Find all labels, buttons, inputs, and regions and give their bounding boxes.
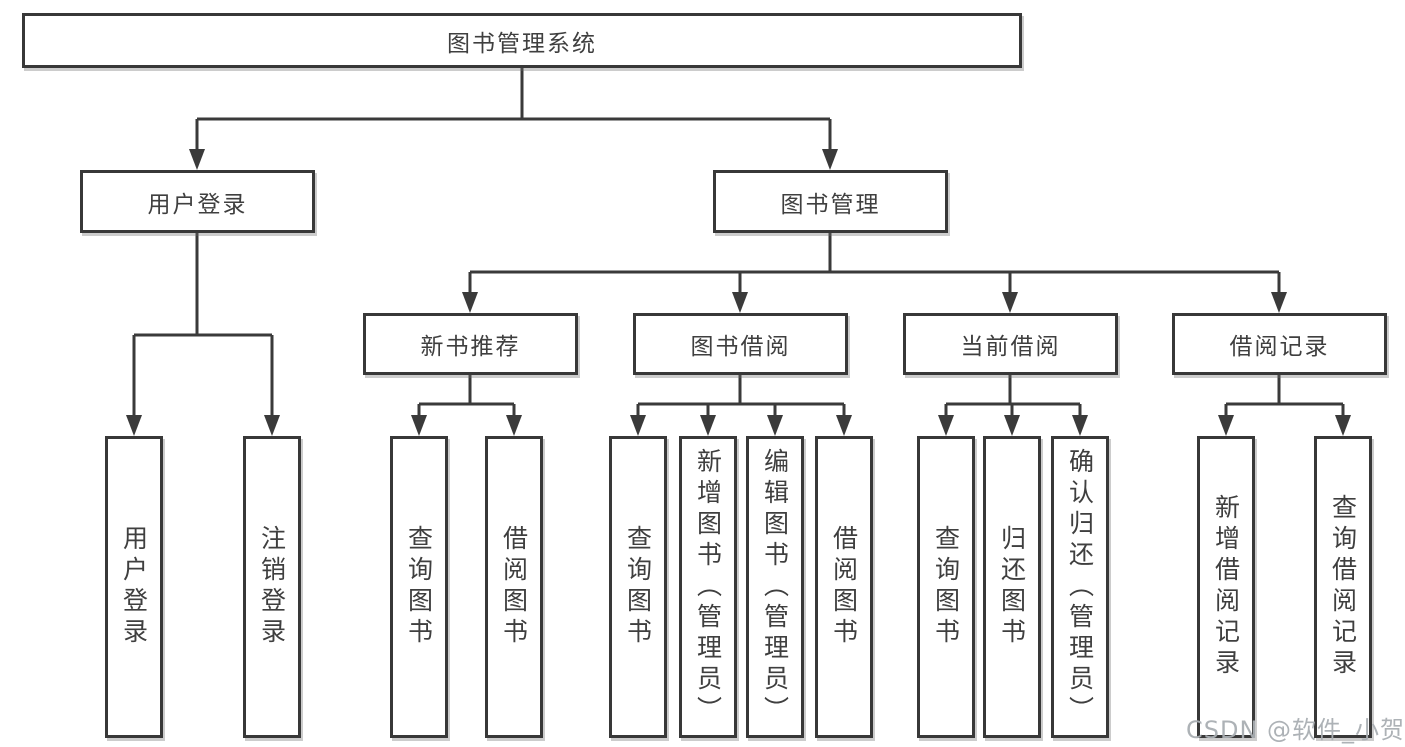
leaf-search-books-current: 查询图书 bbox=[917, 436, 975, 738]
leaf-label: 用户登录 bbox=[119, 525, 149, 649]
node-user-login: 用户登录 bbox=[80, 170, 315, 233]
leaf-label: 查询图书 bbox=[931, 525, 961, 649]
arrowhead-icon bbox=[700, 415, 716, 436]
leaf-borrow-books: 借阅图书 bbox=[815, 436, 873, 738]
leaf-add-book-admin: 新增图书（管理员） bbox=[679, 436, 737, 738]
leaf-confirm-return-admin: 确认归还（管理员） bbox=[1051, 436, 1109, 738]
connector-book-management-to-level3 bbox=[468, 233, 1281, 296]
connector-user-login-to-leaves bbox=[132, 233, 274, 419]
connector-root-to-level2 bbox=[195, 68, 832, 152]
arrowhead-icon bbox=[189, 149, 205, 170]
arrowheads bbox=[126, 149, 1351, 436]
arrowhead-icon bbox=[264, 415, 280, 436]
node-root: 图书管理系统 bbox=[22, 13, 1022, 68]
leaf-label: 注销登录 bbox=[257, 525, 287, 649]
leaf-label: 借阅图书 bbox=[829, 525, 859, 649]
leaf-label: 编辑图书（管理员） bbox=[760, 447, 790, 727]
leaf-label: 确认归还（管理员） bbox=[1065, 447, 1095, 727]
arrowhead-icon bbox=[411, 415, 427, 436]
leaf-return-books: 归还图书 bbox=[983, 436, 1041, 738]
leaf-add-borrow-record: 新增借阅记录 bbox=[1197, 436, 1255, 738]
leaf-label: 新增借阅记录 bbox=[1211, 494, 1241, 680]
leaf-logout: 注销登录 bbox=[243, 436, 301, 738]
arrowhead-icon bbox=[1004, 415, 1020, 436]
arrowhead-icon bbox=[126, 415, 142, 436]
arrowhead-icon bbox=[462, 292, 478, 313]
leaf-search-borrow-record: 查询借阅记录 bbox=[1314, 436, 1372, 738]
leaf-label: 查询图书 bbox=[404, 525, 434, 649]
arrowhead-icon bbox=[1335, 415, 1351, 436]
arrowhead-icon bbox=[767, 415, 783, 436]
node-book-management: 图书管理 bbox=[713, 170, 948, 233]
arrowhead-icon bbox=[506, 415, 522, 436]
connector-borrow-records-to-leaves bbox=[1224, 375, 1345, 419]
arrowhead-icon bbox=[1271, 292, 1287, 313]
leaf-search-books-borrow: 查询图书 bbox=[609, 436, 667, 738]
connector-book-borrow-to-leaves bbox=[636, 375, 846, 419]
leaf-label: 查询图书 bbox=[623, 525, 653, 649]
arrowhead-icon bbox=[822, 149, 838, 170]
arrowhead-icon bbox=[1072, 415, 1088, 436]
arrowhead-icon bbox=[836, 415, 852, 436]
leaf-search-books-recommend: 查询图书 bbox=[390, 436, 448, 738]
leaf-edit-book-admin: 编辑图书（管理员） bbox=[746, 436, 804, 738]
arrowhead-icon bbox=[1218, 415, 1234, 436]
node-book-borrow: 图书借阅 bbox=[633, 313, 848, 375]
arrowhead-icon bbox=[732, 292, 748, 313]
arrowhead-icon bbox=[938, 415, 954, 436]
leaf-user-login: 用户登录 bbox=[105, 436, 163, 738]
node-current-borrow: 当前借阅 bbox=[903, 313, 1118, 375]
connector-current-borrow-to-leaves bbox=[944, 375, 1082, 419]
leaf-label: 查询借阅记录 bbox=[1328, 494, 1358, 680]
node-borrow-records: 借阅记录 bbox=[1172, 313, 1387, 375]
arrowhead-icon bbox=[630, 415, 646, 436]
leaf-label: 归还图书 bbox=[997, 525, 1027, 649]
leaf-label: 借阅图书 bbox=[499, 525, 529, 649]
watermark: CSDN @软件_小贺同学 bbox=[1186, 716, 1405, 744]
leaf-borrow-books-recommend: 借阅图书 bbox=[485, 436, 543, 738]
connector-new-book-to-leaves bbox=[417, 375, 516, 419]
connector-shafts bbox=[132, 68, 1345, 419]
node-new-book-recommend: 新书推荐 bbox=[363, 313, 578, 375]
leaf-label: 新增图书（管理员） bbox=[693, 447, 723, 727]
arrowhead-icon bbox=[1002, 292, 1018, 313]
